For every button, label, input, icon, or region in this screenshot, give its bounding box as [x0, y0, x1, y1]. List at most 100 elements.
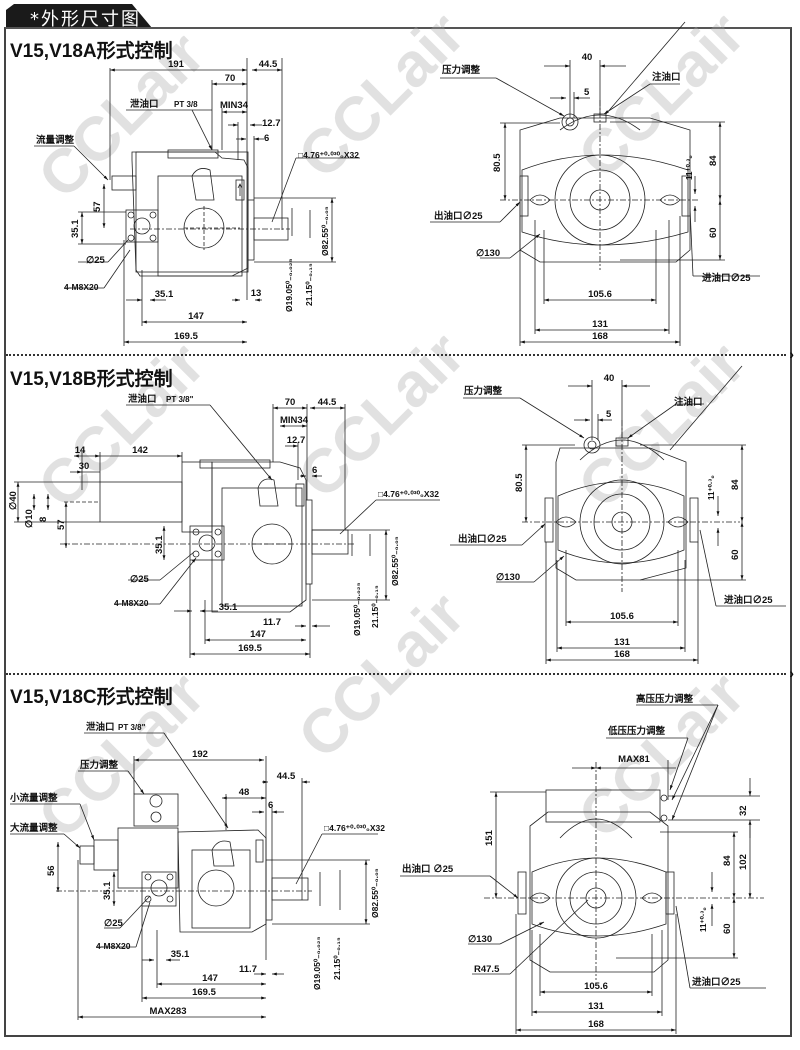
- dim-6: 6: [312, 465, 317, 476]
- dim-35-1-v: 35.1: [70, 219, 81, 238]
- dim-44-5: 44.5: [259, 59, 278, 70]
- dim-6: 6: [264, 133, 269, 144]
- dim-80-5: 80.5: [514, 473, 525, 492]
- front-view-b: [450, 365, 786, 664]
- dim-147: 147: [250, 629, 266, 640]
- dim-70: 70: [225, 73, 236, 84]
- label-flow-adjust: 流量调整: [36, 134, 75, 146]
- dim-151: 151: [484, 829, 495, 846]
- label-drain-port: 泄油口: [86, 721, 115, 733]
- label-outlet: 出油口∅25: [434, 210, 483, 222]
- label-drain-port: 泄油口: [128, 393, 157, 405]
- section-title-a: V15,V18A形式控制: [10, 41, 173, 62]
- dim-12-7: 12.7: [287, 435, 306, 446]
- side-view-c: [10, 732, 378, 1020]
- label-port-dia: ∅25: [104, 918, 124, 929]
- dim-80-5: 80.5: [492, 153, 503, 172]
- dim-14: 14: [75, 445, 86, 456]
- label-outlet: 出油口 ∅25: [402, 863, 454, 875]
- dim-44-5: 44.5: [277, 771, 296, 782]
- dim-84: 84: [708, 155, 719, 166]
- dim-min34: MIN34: [280, 415, 309, 426]
- dim-13: 13: [251, 288, 262, 299]
- divider-arrow-icon: ›: [789, 346, 794, 362]
- dim-147: 147: [202, 973, 218, 984]
- label-pressure-adjust: 压力调整: [442, 64, 481, 76]
- dim-57: 57: [56, 519, 67, 530]
- label-pressure-adjust: 压力调整: [80, 759, 119, 771]
- label-high-pressure-adjust: 高压压力调整: [636, 693, 694, 705]
- label-inlet: 进油口∅25: [724, 594, 773, 606]
- dim-pilot-dia: Ø82.55⁰₋₀.₀₅: [320, 206, 330, 256]
- dim-11: 11⁺⁰·³₀: [707, 475, 716, 500]
- dim-44-5: 44.5: [318, 397, 337, 408]
- label-inlet: 进油口∅25: [692, 976, 741, 988]
- dim-35-1-h: 35.1: [219, 602, 238, 613]
- front-view-a-labels: 40 5 压力调整 注油口 80.5 84 60 11⁺⁰·³₀ 出油口∅25 …: [434, 52, 751, 342]
- side-view-b-labels: 泄油口 PT 3/8" 70 44.5 MIN34 12.7 6 14 142 …: [8, 393, 439, 654]
- label-small-flow-adjust: 小流量调整: [9, 792, 58, 804]
- dim-11: 11⁺⁰·³₀: [685, 155, 694, 180]
- dim-shaft-dia: Ø19.05⁰₋₀.₀₂₅: [284, 258, 294, 312]
- divider-arrow-icon: ›: [789, 665, 794, 681]
- drawing-frame: [4, 27, 792, 1037]
- dim-105-6: 105.6: [584, 981, 608, 992]
- dim-169-5: 169.5: [238, 643, 262, 654]
- dim-35-1-v: 35.1: [102, 881, 113, 900]
- dim-shaft-dia: Ø19.05⁰₋₀.₀₂₅: [312, 936, 322, 990]
- front-view-c: [400, 704, 766, 1034]
- side-view-a-labels: 191 44.5 70 MIN34 12.7 6 泄油口 PT 3/8 流量调整…: [36, 59, 359, 342]
- label-bolts: 4-M8X20: [96, 941, 131, 951]
- header-tab-shape: [6, 4, 152, 28]
- label-pressure-adjust: 压力调整: [464, 385, 503, 397]
- label-inlet: 进油口∅25: [702, 272, 751, 284]
- dim-60: 60: [708, 227, 719, 238]
- section-divider: [6, 673, 786, 675]
- label-key: □4.76⁺⁰·⁰³⁰₀X32: [324, 823, 385, 833]
- side-view-b: [14, 404, 440, 658]
- dim-pilot-dia: Ø82.55⁰₋₀.₀₅: [370, 868, 380, 918]
- dim-5: 5: [584, 87, 590, 98]
- dim-131: 131: [614, 637, 631, 648]
- dim-56: 56: [46, 865, 57, 876]
- side-view-a: [34, 58, 360, 346]
- front-view-b-labels: 40 5 压力调整 注油口 80.5 84 60 11⁺⁰·³₀ 出油口∅25 …: [458, 373, 773, 660]
- dim-102: 102: [738, 854, 749, 870]
- label-outlet: 出油口∅25: [458, 533, 507, 545]
- header-title: *外形尺寸图: [30, 9, 141, 30]
- section-title-c: V15,V18C形式控制: [10, 687, 173, 708]
- dim-168: 168: [588, 1019, 604, 1030]
- dim-40: 40: [582, 52, 593, 63]
- dim-12-7: 12.7: [262, 118, 281, 129]
- dim-169-5: 169.5: [192, 987, 216, 998]
- dim-105-6: 105.6: [610, 611, 634, 622]
- dim-35-1-v: 35.1: [154, 535, 165, 554]
- dim-70: 70: [285, 397, 296, 408]
- section-divider: [6, 354, 786, 356]
- dim-min34: MIN34: [220, 100, 249, 111]
- label-radius: R47.5: [474, 964, 500, 975]
- dim-8: 8: [38, 517, 49, 522]
- header-tab: *外形尺寸图: [4, 2, 152, 30]
- dim-shaft-key: 21.15⁰₋₀.₁₅: [304, 263, 314, 306]
- dim-5: 5: [606, 409, 612, 420]
- label-low-pressure-adjust: 低压压力调整: [607, 725, 666, 737]
- label-drain-thread: PT 3/8: [174, 100, 198, 109]
- label-large-flow-adjust: 大流量调整: [10, 822, 58, 834]
- front-view-c-labels: 高压压力调整 低压压力调整 MAX81 151 32 84 102 60 11⁺…: [402, 693, 749, 1030]
- dim-11-7: 11.7: [239, 964, 257, 975]
- front-view-a: [430, 21, 760, 346]
- label-key: □4.76⁺⁰·⁰³⁰₀X32: [298, 150, 359, 160]
- label-drain-thread: PT 3/8": [166, 395, 194, 404]
- side-view-c-labels: 泄油口 PT 3/8" 192 压力调整 44.5 48 6 小流量调整 大流量…: [9, 721, 385, 1017]
- dim-11: 11⁺⁰·³₀: [699, 907, 708, 932]
- label-body-dia: ∅130: [476, 248, 500, 259]
- label-key: □4.76⁺⁰·⁰³⁰₀X32: [378, 489, 439, 499]
- dim-142: 142: [132, 445, 148, 456]
- dim-11-7: 11.7: [263, 617, 281, 628]
- dim-32: 32: [738, 805, 749, 816]
- dim-84: 84: [722, 855, 733, 866]
- dim-40: 40: [604, 373, 615, 384]
- dim-35-1-h: 35.1: [155, 289, 174, 300]
- dim-60: 60: [730, 549, 741, 560]
